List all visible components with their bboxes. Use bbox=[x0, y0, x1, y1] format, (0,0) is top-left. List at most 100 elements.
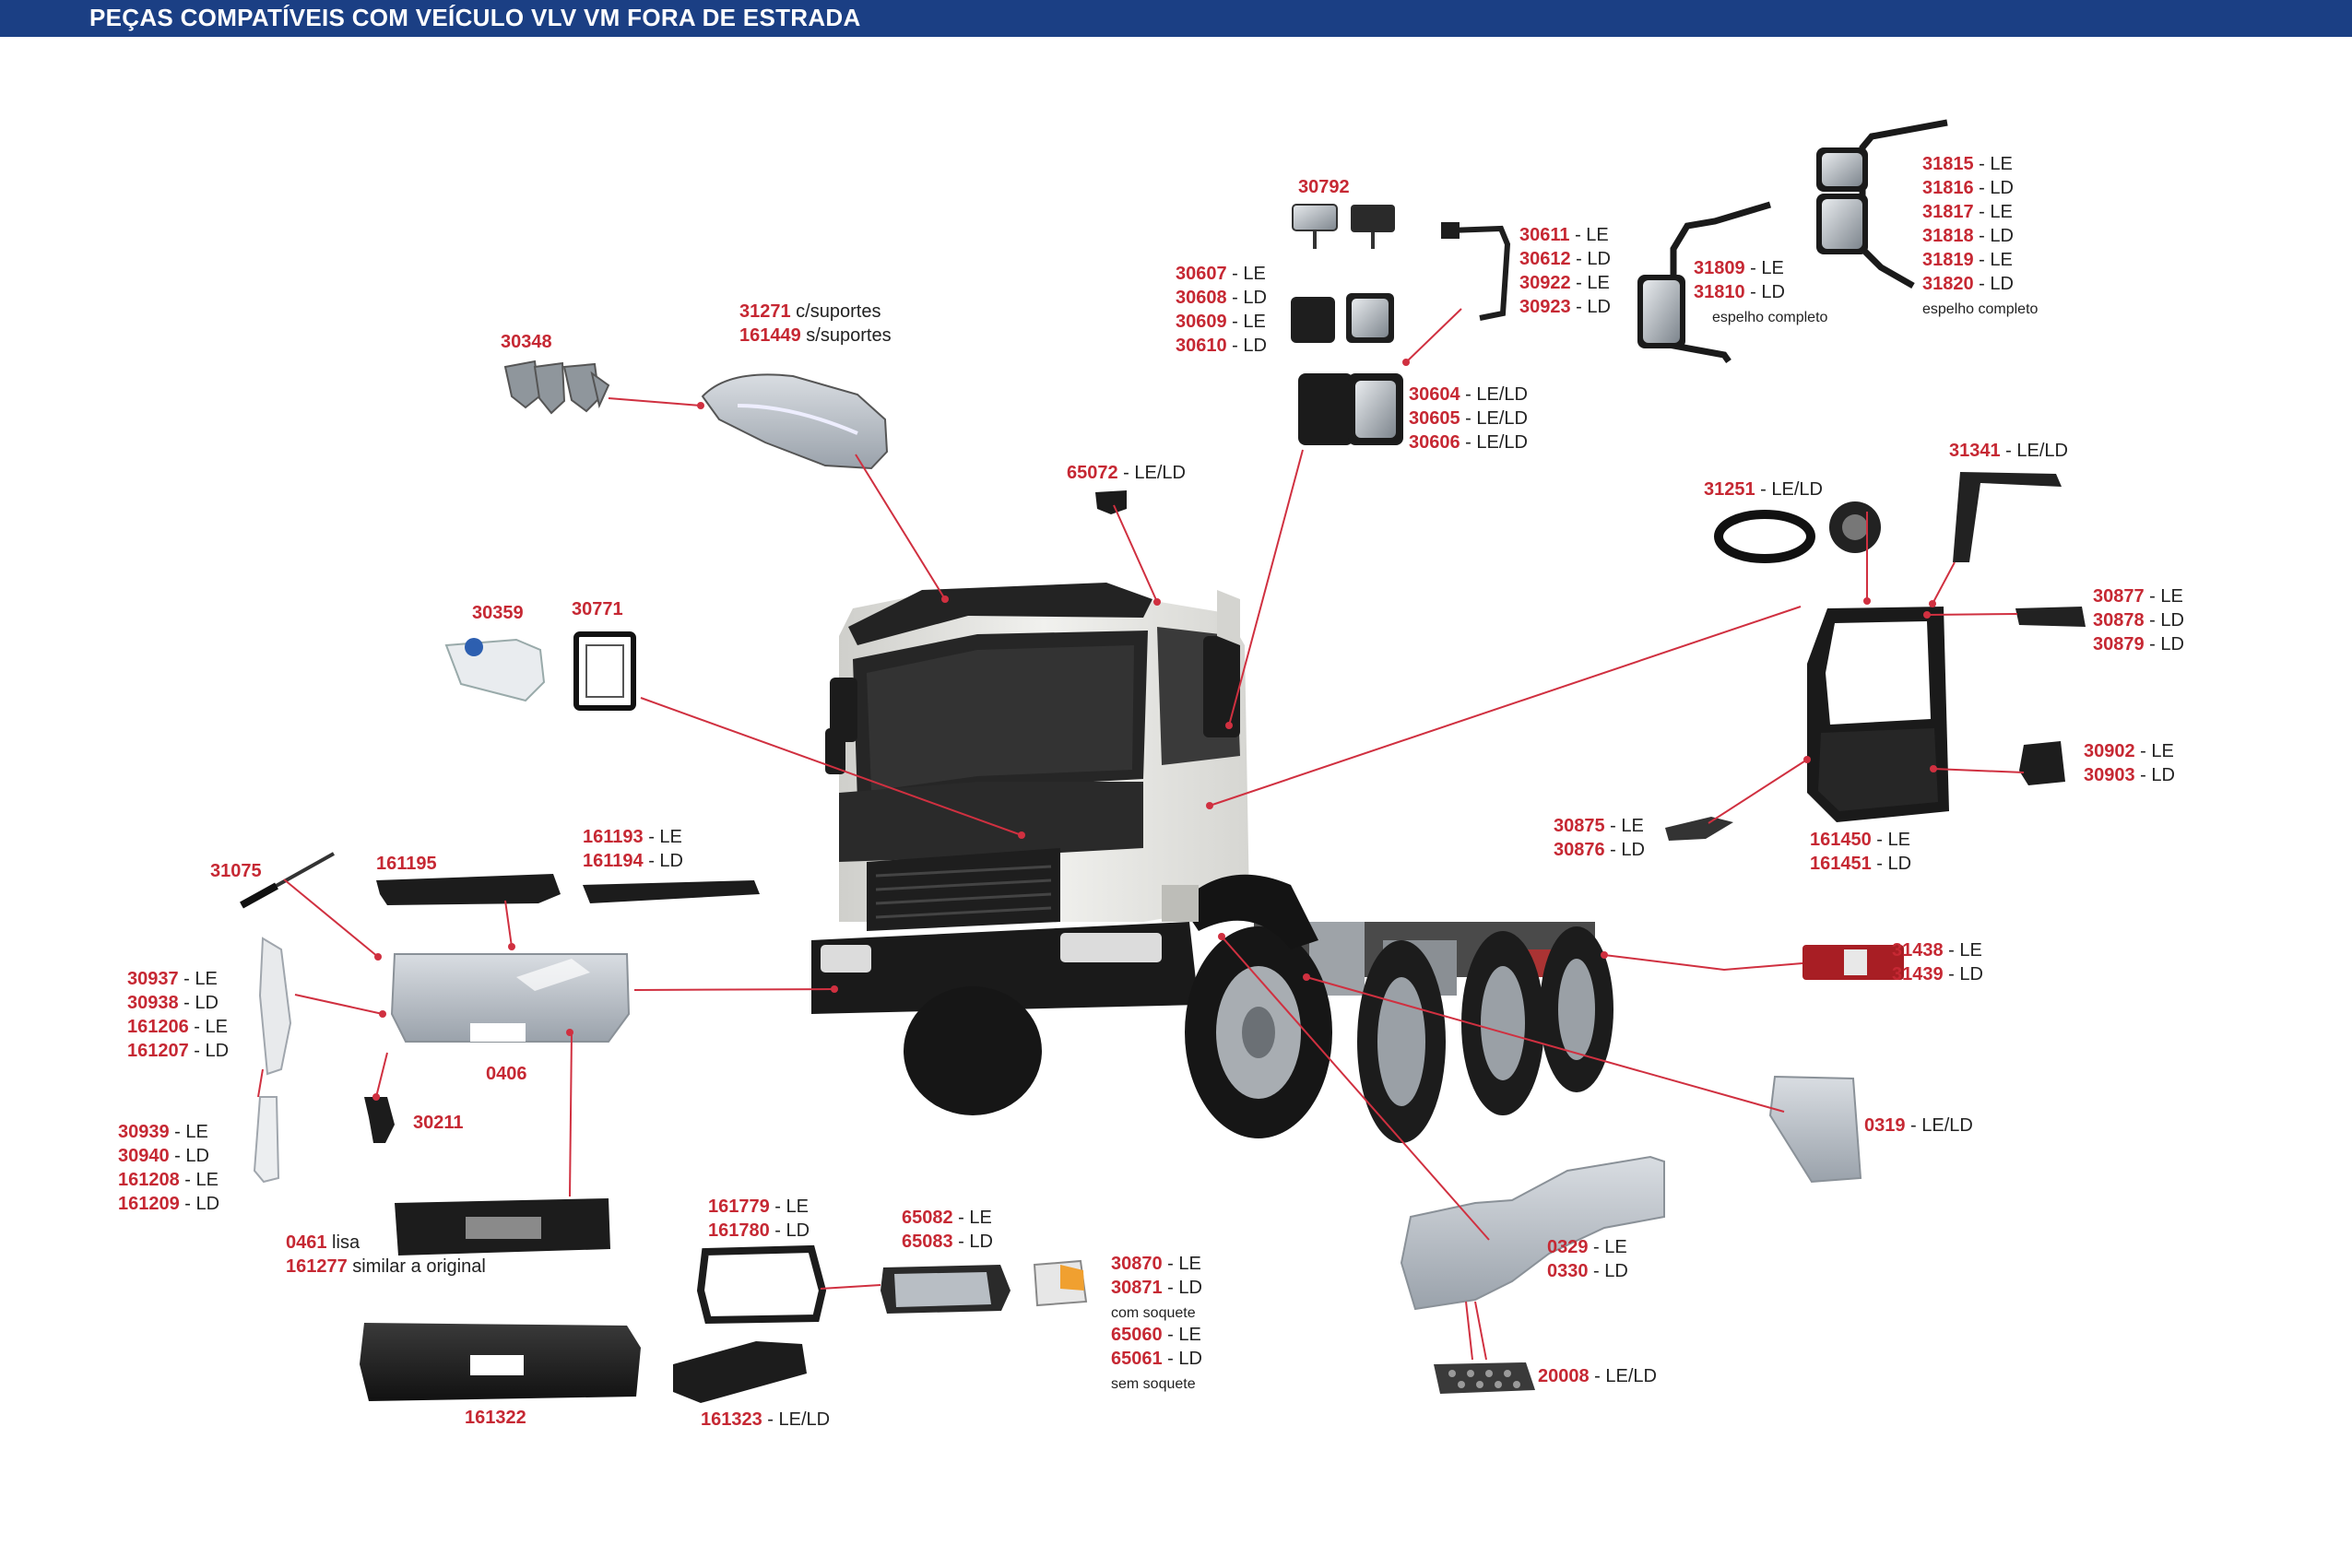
label-row: 30211 bbox=[413, 1111, 464, 1135]
label-row: 30871 - LD bbox=[1111, 1276, 1202, 1300]
part-code: 30940 bbox=[118, 1146, 170, 1166]
part-desc: - LE bbox=[178, 969, 218, 989]
part-code: 30348 bbox=[501, 332, 552, 352]
part-desc: - LE bbox=[1973, 202, 2013, 222]
part-code: 31820 bbox=[1922, 274, 1974, 294]
part-31271 bbox=[701, 373, 889, 470]
label-31075: 31075 bbox=[210, 859, 262, 883]
part-code: 30871 bbox=[1111, 1278, 1163, 1298]
part-30604 bbox=[1298, 373, 1403, 445]
part-desc: - LE bbox=[1604, 816, 1644, 836]
part-desc: - LD bbox=[1226, 336, 1267, 356]
label-row: 30792 bbox=[1298, 175, 1350, 199]
part-desc: - LE/LD bbox=[1460, 408, 1528, 429]
label-row: 30604 - LE/LD bbox=[1409, 383, 1528, 407]
part-code: 30870 bbox=[1111, 1254, 1163, 1274]
part-desc: - LE bbox=[1570, 273, 1610, 293]
label-row: 0461 lisa bbox=[286, 1231, 486, 1255]
part-code: 30922 bbox=[1519, 273, 1571, 293]
label-row: 161209 - LD bbox=[118, 1192, 219, 1216]
part-code: 30879 bbox=[2093, 634, 2145, 654]
label-row: 31075 bbox=[210, 859, 262, 883]
part-code: 65082 bbox=[902, 1208, 953, 1228]
part-desc: - LD bbox=[1973, 274, 2014, 294]
part-65082 bbox=[881, 1265, 1011, 1314]
label-row: 30606 - LE/LD bbox=[1409, 430, 1528, 454]
part-code: 30359 bbox=[472, 603, 524, 623]
part-code: 65072 bbox=[1067, 463, 1118, 483]
label-row: 30938 - LD bbox=[127, 991, 229, 1015]
part-30937 bbox=[258, 937, 292, 1076]
part-desc: - LE bbox=[1226, 312, 1266, 332]
part-code: 161780 bbox=[708, 1220, 770, 1241]
part-0461 bbox=[395, 1198, 610, 1256]
label-31809-note: espelho completo bbox=[1712, 310, 1828, 325]
label-row: 161779 - LE bbox=[708, 1195, 810, 1219]
part-desc: - LD bbox=[178, 993, 219, 1013]
part-desc: - LE bbox=[1973, 250, 2013, 270]
part-desc: - LD bbox=[1570, 249, 1611, 269]
part-161779 bbox=[696, 1244, 827, 1325]
label-row: 161193 - LE bbox=[583, 825, 683, 849]
label-row: 31819 - LE bbox=[1922, 248, 2038, 272]
part-desc: - LE bbox=[1744, 258, 1784, 278]
label-0406: 0406 bbox=[486, 1062, 527, 1086]
label-161322: 161322 bbox=[465, 1406, 526, 1430]
part-desc: - LD bbox=[1871, 854, 1912, 874]
part-code: 30792 bbox=[1298, 177, 1350, 197]
part-0329 bbox=[1400, 1155, 1665, 1311]
part-30359 bbox=[444, 638, 546, 702]
part-code: 31817 bbox=[1922, 202, 1974, 222]
label-20008: 20008 - LE/LD bbox=[1538, 1364, 1657, 1388]
part-31075 bbox=[240, 852, 335, 909]
part-code: 161209 bbox=[118, 1194, 180, 1214]
label-30792: 30792 bbox=[1298, 175, 1350, 199]
part-code: 31815 bbox=[1922, 154, 1974, 174]
part-desc: - LD bbox=[1162, 1349, 1202, 1369]
part-desc: - LD bbox=[643, 851, 683, 871]
part-desc: - LE bbox=[2144, 586, 2183, 607]
label-row: 161449 s/suportes bbox=[739, 324, 892, 348]
part-code: 161277 bbox=[286, 1256, 348, 1277]
part-31341 bbox=[1953, 472, 2062, 562]
label-row: 161207 - LD bbox=[127, 1039, 229, 1063]
part-desc: - LE bbox=[2134, 741, 2174, 761]
part-desc: - LD bbox=[952, 1232, 993, 1252]
part-code: 30605 bbox=[1409, 408, 1460, 429]
part-30875 bbox=[1665, 817, 1733, 841]
part-code: 30604 bbox=[1409, 384, 1460, 405]
part-code: 161449 bbox=[739, 325, 801, 346]
part-code: 65083 bbox=[902, 1232, 953, 1252]
part-desc: - LE bbox=[1569, 225, 1609, 245]
part-desc: - LD bbox=[1570, 297, 1611, 317]
label-31815-note: espelho completo bbox=[1922, 301, 2039, 317]
part-code: 65061 bbox=[1111, 1349, 1163, 1369]
part-code: 161450 bbox=[1810, 830, 1872, 850]
part-code: 161206 bbox=[127, 1017, 189, 1037]
label-row: 30609 - LE bbox=[1176, 310, 1267, 334]
part-desc: - LD bbox=[169, 1146, 209, 1166]
label-row: 30878 - LD bbox=[2093, 608, 2184, 632]
label-row: 65060 - LE bbox=[1111, 1323, 1202, 1347]
label-row: 30940 - LD bbox=[118, 1144, 219, 1168]
part-desc: - LE bbox=[1588, 1237, 1627, 1257]
part-30939 bbox=[253, 1096, 280, 1184]
part-desc: - LE/LD bbox=[1460, 384, 1528, 405]
label-row: 65061 - LD bbox=[1111, 1347, 1202, 1371]
part-desc: - LE/LD bbox=[1117, 463, 1186, 483]
part-desc: s/suportes bbox=[800, 325, 892, 346]
part-desc: - LD bbox=[1226, 288, 1267, 308]
label-row: 30939 - LE bbox=[118, 1120, 219, 1144]
part-code: 161779 bbox=[708, 1197, 770, 1217]
part-code: 0330 bbox=[1547, 1261, 1589, 1281]
part-30611 bbox=[1441, 222, 1511, 321]
part-code: 0461 bbox=[286, 1232, 327, 1253]
part-30771 bbox=[573, 631, 636, 711]
part-0319 bbox=[1768, 1075, 1862, 1184]
label-row: 161780 - LD bbox=[708, 1219, 810, 1243]
